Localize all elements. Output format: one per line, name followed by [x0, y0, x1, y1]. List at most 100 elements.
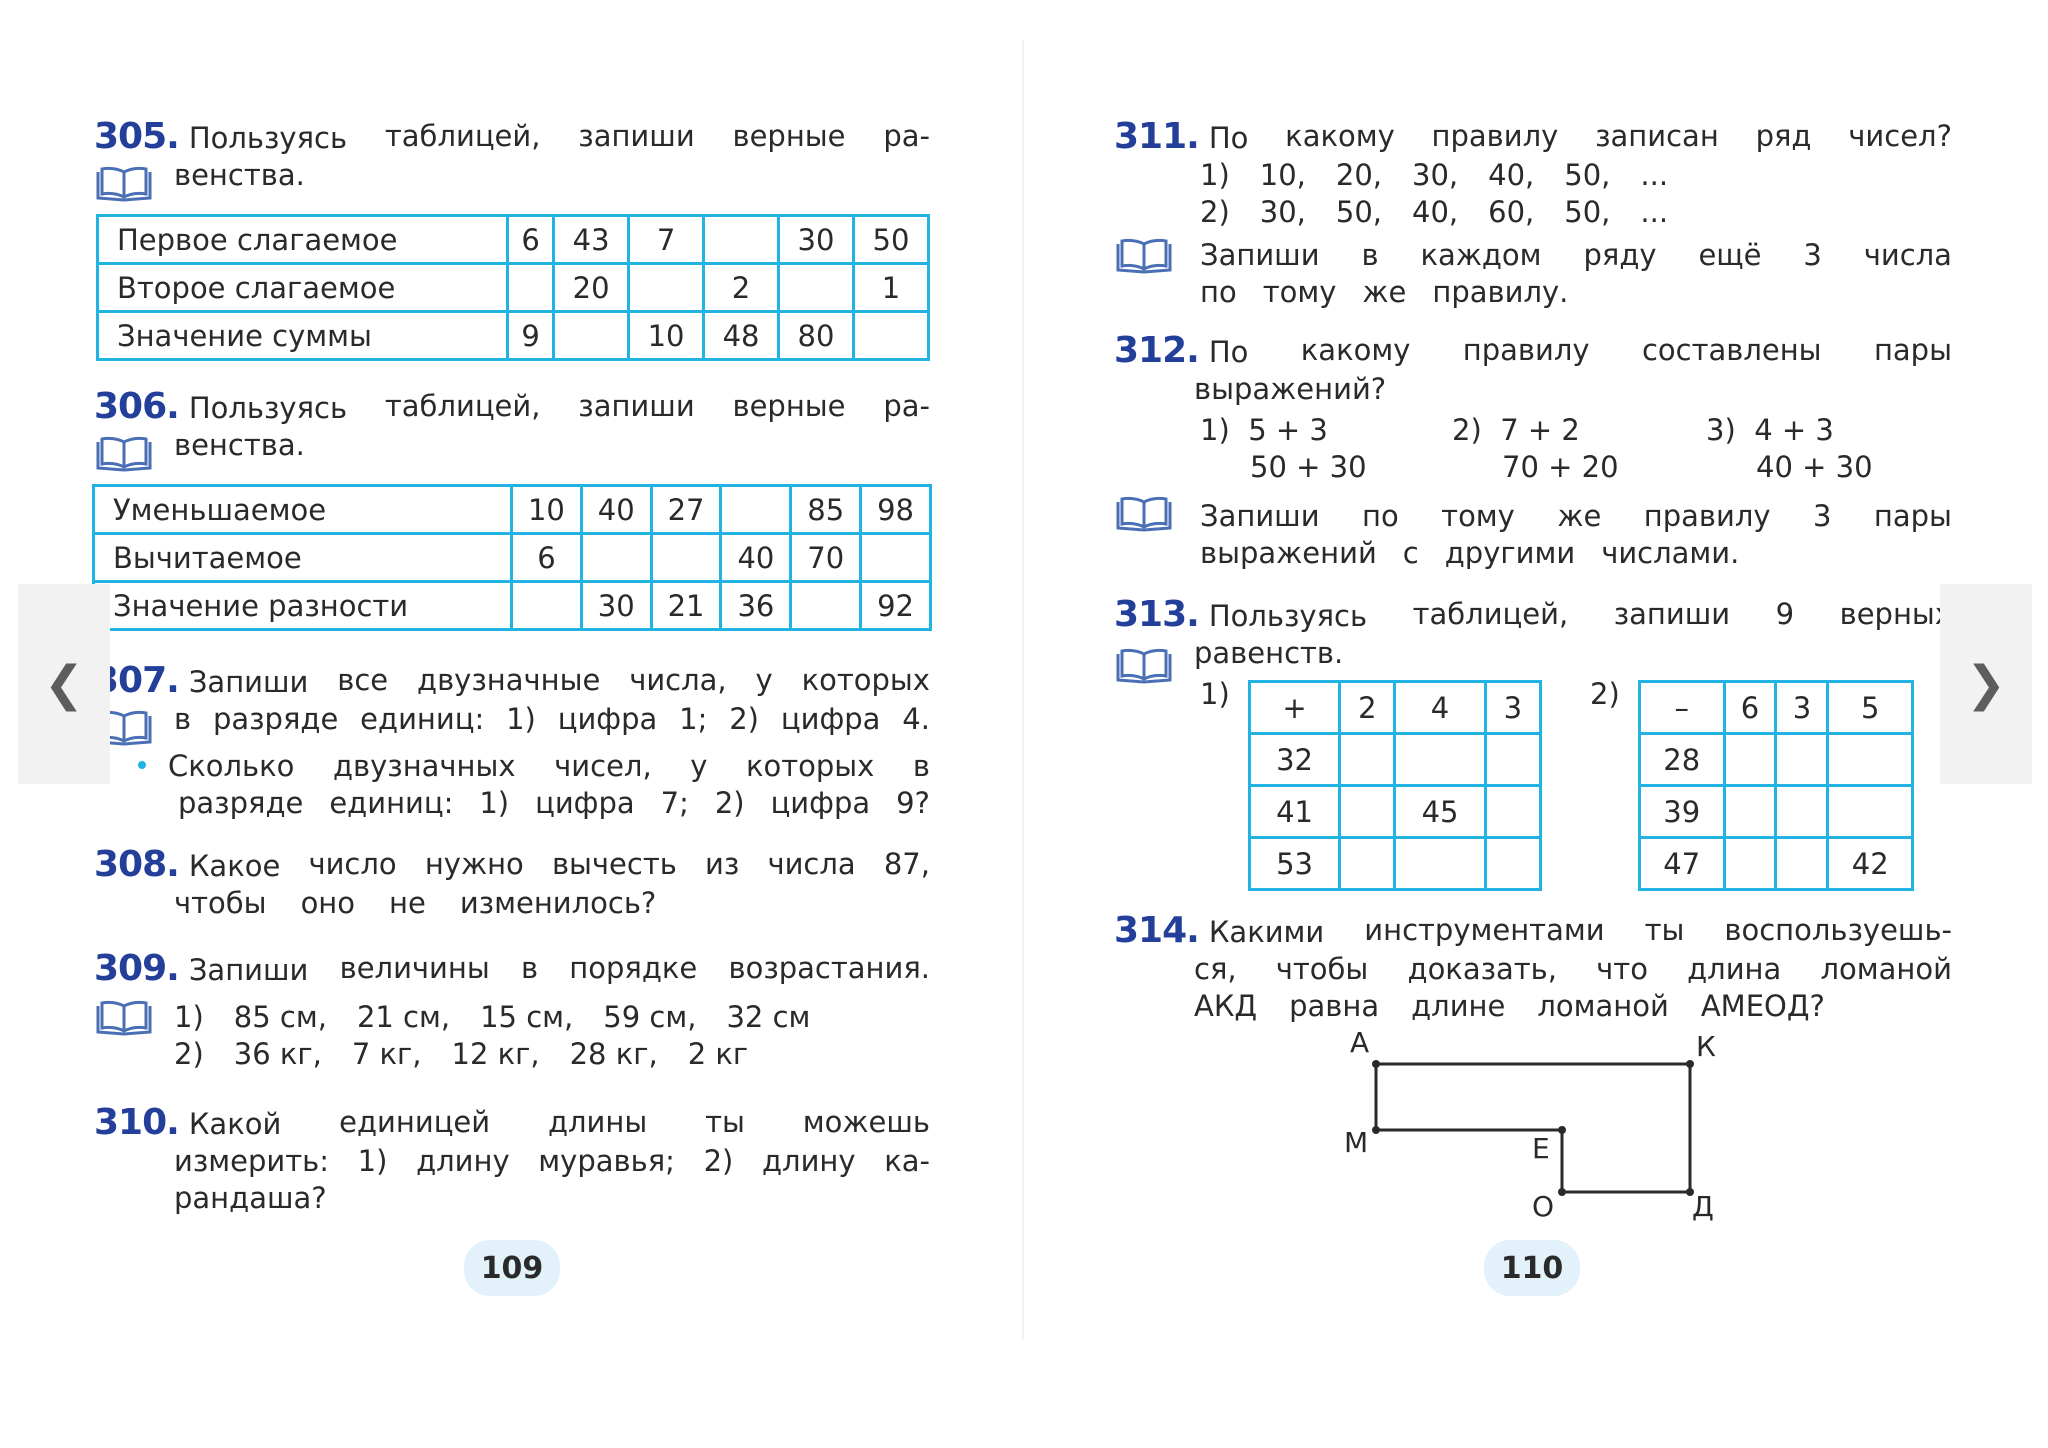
- table-row: Первое слагаемое 6 43 7 30 50: [96, 214, 931, 265]
- table-cell: 80: [777, 310, 855, 361]
- task-307-line3: Сколько двузначных чисел, у которых в: [94, 748, 930, 785]
- task-311-line5: по тому же правилу.: [1200, 275, 1569, 309]
- table-cell: 50: [851, 214, 931, 265]
- table-row: Значение разности 30 21 36 92: [92, 580, 932, 631]
- table-cell: 5: [1826, 680, 1914, 735]
- table-cell: 3: [1483, 680, 1543, 735]
- label-o: О: [1532, 1190, 1555, 1223]
- task-312-line3: Запиши по тому же правилу 3 пары: [1200, 499, 1952, 533]
- task-309-line1: 309.Запиши величины в порядке возрастани…: [94, 948, 930, 989]
- chevron-left-icon: ❮: [43, 656, 85, 712]
- table-cell: 42: [1826, 836, 1914, 891]
- table-cell: 39: [1638, 784, 1726, 839]
- table-cell: 30: [579, 580, 653, 631]
- table-cell: [1826, 784, 1914, 839]
- table-cell: –: [1638, 680, 1726, 735]
- next-page-button[interactable]: ❯: [1940, 584, 2032, 784]
- table-cell: [1483, 732, 1543, 787]
- table-row: – 6 3 5: [1638, 680, 1914, 735]
- task-314-line2: ся, чтобы доказать, что длина ломаной: [1194, 952, 1952, 986]
- task-313-line1: 313.Пользуясь таблицей, запиши 9 верных: [1114, 594, 1952, 635]
- table-cell: [1774, 732, 1830, 787]
- table-cell: 6: [510, 532, 583, 583]
- table-cell: Вычитаемое: [92, 532, 513, 583]
- book-icon: [96, 436, 152, 472]
- task-310: 310.Какой единицей длины ты можешь измер…: [94, 1104, 930, 1217]
- table-cell: Первое слагаемое: [96, 214, 509, 265]
- table-cell: [1483, 784, 1543, 839]
- table-cell: 53: [1247, 836, 1342, 891]
- table-cell: [1722, 836, 1778, 891]
- table2-label: 2): [1590, 677, 1620, 711]
- task-305-line1: 305.Пользуясь таблицей, запиши верные ра…: [94, 116, 930, 157]
- task-309: 309.Запиши величины в порядке возрастани…: [94, 950, 930, 1073]
- book-icon: [96, 710, 152, 746]
- table-cell: 92: [859, 580, 932, 631]
- point-a: [1372, 1060, 1380, 1068]
- task-311-line1: 311.По какому правилу записан ряд чисел?: [1114, 116, 1952, 157]
- task-311: 311.По какому правилу записан ряд чисел?…: [1114, 118, 1952, 311]
- page-109: 305.Пользуясь таблицей, запиши верные ра…: [92, 118, 932, 1296]
- task-308-line2: чтобы оно не изменилось?: [174, 886, 657, 920]
- table-cell: 98: [859, 484, 932, 535]
- table-row: 32: [1247, 732, 1543, 787]
- task-314: 314.Какими инструментами ты воспользуешь…: [1114, 912, 1952, 1025]
- task-313: 313.Пользуясь таблицей, запиши 9 верных …: [1114, 596, 1952, 672]
- bullet-icon: [138, 761, 146, 769]
- label-d: Д: [1692, 1190, 1714, 1223]
- task-305-line2: венства.: [174, 158, 305, 192]
- table-cell: 85: [789, 484, 863, 535]
- table-cell: 20: [552, 262, 631, 313]
- table-cell: 43: [552, 214, 631, 265]
- book-icon: [96, 166, 152, 202]
- table-cell: [719, 484, 793, 535]
- table-cell: 47: [1638, 836, 1726, 891]
- prev-page-button[interactable]: ❮: [18, 584, 110, 784]
- table-cell: 48: [702, 310, 780, 361]
- table-row: 39: [1638, 784, 1914, 839]
- book-icon: [1116, 238, 1172, 274]
- task-307-line2: в разряде единиц: 1) цифра 1; 2) цифра 4…: [174, 702, 930, 736]
- point-o: [1558, 1188, 1566, 1196]
- table-305: Первое слагаемое 6 43 7 30 50 Второе сла…: [96, 214, 931, 361]
- table-313-subtraction: – 6 3 5 28 39 47 42: [1638, 680, 1914, 891]
- table-cell: 40: [579, 484, 653, 535]
- task-309-line3: 2) 36 кг, 7 кг, 12 кг, 28 кг, 2 кг: [174, 1037, 749, 1071]
- polyline-akd: [1376, 1062, 1692, 1192]
- table-cell: [1393, 732, 1487, 787]
- table-cell: 2: [1338, 680, 1397, 735]
- task-308: 308.Какое число нужно вычесть из числа 8…: [94, 846, 930, 922]
- task-312-instruction: Запиши по тому же правилу 3 пары выражен…: [1200, 498, 1952, 572]
- task-312-line4: выражений с другими числами.: [1200, 536, 1740, 570]
- task-307: 307.Запиши все двузначные числа, у котор…: [94, 662, 930, 822]
- table-row: Вычитаемое 6 40 70: [92, 532, 932, 583]
- table-cell: [505, 262, 556, 313]
- table-cell: 70: [789, 532, 863, 583]
- table-cell: 6: [1722, 680, 1778, 735]
- table-cell: Уменьшаемое: [92, 484, 513, 535]
- task-314-line3: АКД равна длине ломаной АМЕОД?: [1194, 989, 1825, 1023]
- table-cell: 28: [1638, 732, 1726, 787]
- expression-pair-2: 2) 7 + 2 70 + 20: [1452, 413, 1619, 484]
- table-cell: 1: [851, 262, 931, 313]
- table-cell: 32: [1247, 732, 1342, 787]
- table-cell: [1338, 836, 1397, 891]
- task-311-line3: 2) 30, 50, 40, 60, 50, ...: [1200, 195, 1669, 229]
- table-cell: [777, 262, 855, 313]
- polyline-figure: [1372, 1060, 1694, 1196]
- table-cell: [1722, 732, 1778, 787]
- page-110: 311.По какому правилу записан ряд чисел?…: [1024, 0, 2048, 1448]
- book-spine: [1022, 40, 1024, 1340]
- table-cell: 3: [1774, 680, 1830, 735]
- table-cell: [1483, 836, 1543, 891]
- table-cell: [627, 262, 706, 313]
- table-cell: +: [1247, 680, 1342, 735]
- task-305: 305.Пользуясь таблицей, запиши верные ра…: [94, 118, 930, 194]
- expression-pair-1: 1) 5 + 3 50 + 30: [1200, 413, 1367, 484]
- table-cell: [789, 580, 863, 631]
- table-306: Уменьшаемое 10 40 27 85 98 Вычитаемое 6 …: [92, 484, 932, 631]
- table1-label: 1): [1200, 677, 1230, 711]
- table-cell: Значение разности: [92, 580, 513, 631]
- table-row: + 2 4 3: [1247, 680, 1543, 735]
- task-310-line2: измерить: 1) длину муравья; 2) длину ка-: [174, 1144, 930, 1178]
